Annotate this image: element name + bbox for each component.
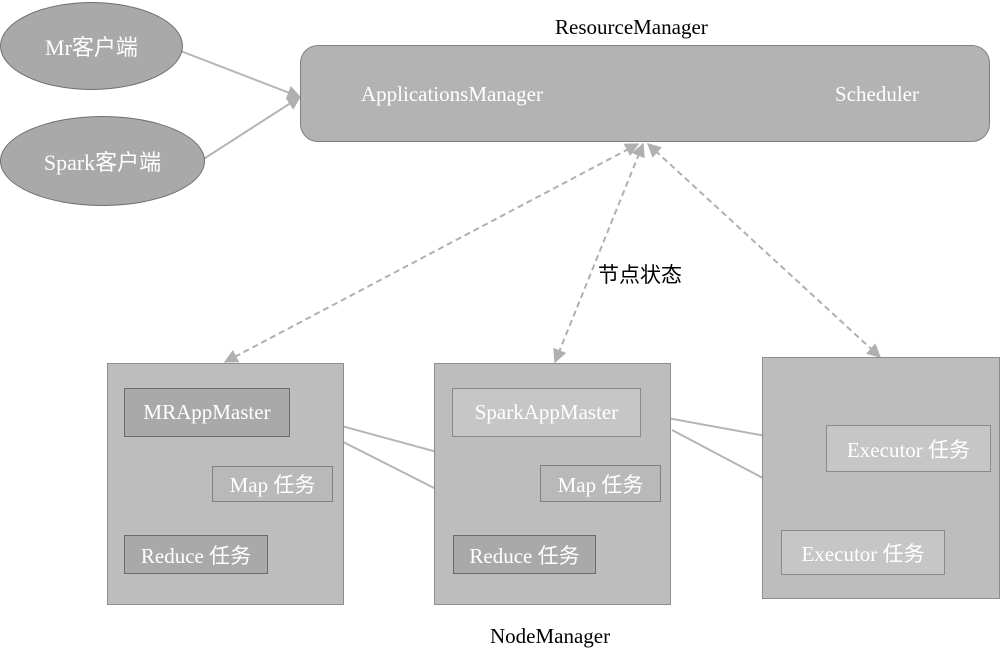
executor-task-box-2: Executor 任务 [781,530,945,575]
arrow-spark-client-to-rm [201,96,302,161]
status-link-node2 [553,142,645,364]
status-link-node3 [646,143,882,358]
status-link-node1 [223,143,640,363]
scheduler-label: Scheduler [835,82,919,106]
node-manager-label: NodeManager [490,624,611,648]
resource-manager-title: ResourceManager [555,15,708,39]
resource-manager-box: ApplicationsManager Scheduler [300,45,990,142]
map-task-box-2: Map 任务 [540,465,661,502]
executor-task-box-1: Executor 任务 [826,425,991,472]
map-task-box-1: Map 任务 [212,466,333,502]
reduce-task-box-1: Reduce 任务 [124,535,268,574]
mr-client-node: Mr客户端 [0,2,183,90]
node-status-label: 节点状态 [598,263,682,287]
mr-app-master-box: MRAppMaster [124,388,290,437]
applications-manager-label: ApplicationsManager [361,82,543,106]
spark-app-master-box: SparkAppMaster [452,388,641,437]
reduce-task-box-2: Reduce 任务 [453,535,596,574]
spark-client-node: Spark客户端 [0,116,205,206]
arrow-mr-client-to-rm [177,49,302,100]
